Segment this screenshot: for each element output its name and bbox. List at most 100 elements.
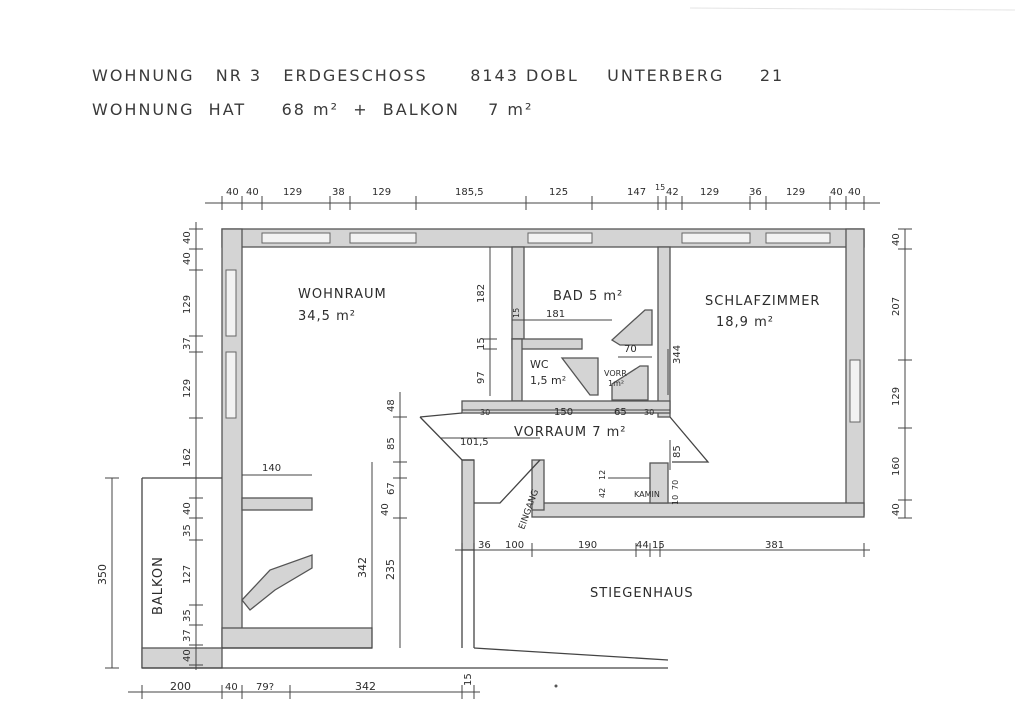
window-left-2 bbox=[225, 351, 237, 419]
wall-balkon-stub bbox=[241, 497, 313, 511]
wall-balkon-door bbox=[241, 554, 313, 611]
dim-k-10: 10 bbox=[671, 495, 680, 505]
room-vorraum-name: VORRAUM 7 m² bbox=[514, 425, 626, 440]
dim-bad-97: 97 bbox=[476, 371, 487, 384]
dim-left-11: 40 bbox=[182, 649, 193, 662]
dim-stair-0: 36 bbox=[478, 540, 491, 551]
dim-right-2: 129 bbox=[891, 387, 902, 406]
window-top-2 bbox=[349, 232, 417, 244]
dimension-labels-bottom: 36 100 190 44 15 381 200 40 79? 342 15 bbox=[170, 540, 784, 693]
dim-top-11: 36 bbox=[749, 187, 762, 198]
dim-vr-30b: 30 bbox=[644, 408, 654, 417]
dim-top-4: 129 bbox=[372, 187, 391, 198]
dimension-labels-left: 40 40 129 37 129 162 40 35 127 35 37 40 … bbox=[96, 231, 193, 662]
dimension-labels-right: 40 207 129 160 40 bbox=[891, 233, 902, 516]
dim-left-2: 129 bbox=[182, 295, 193, 314]
dim-vr-150: 150 bbox=[554, 407, 573, 418]
dim-top-13: 40 bbox=[830, 187, 843, 198]
dim-top-14: 40 bbox=[848, 187, 861, 198]
room-wc-area: 1,5 m² bbox=[530, 374, 566, 387]
window-top-3 bbox=[527, 232, 593, 244]
room-vorr-name: VORR bbox=[604, 369, 627, 378]
dim-top-3: 38 bbox=[332, 187, 345, 198]
page-rule bbox=[689, 7, 1016, 11]
window-left-1 bbox=[225, 269, 237, 337]
dim-left-9: 35 bbox=[182, 609, 193, 622]
dim-wohn-48: 48 bbox=[386, 399, 397, 412]
dim-left-6: 40 bbox=[182, 502, 193, 515]
dim-stair-2: 190 bbox=[578, 540, 597, 551]
dim-left-10: 37 bbox=[182, 629, 193, 642]
dim-bad-15a: 15 bbox=[512, 308, 521, 318]
entrance-door bbox=[474, 459, 541, 504]
dimension-lines bbox=[105, 196, 912, 699]
dim-wohn-342: 342 bbox=[356, 557, 369, 578]
wall-bottom-left bbox=[221, 627, 373, 649]
wall-entrance-left bbox=[461, 459, 475, 551]
dim-stair-4: 15 bbox=[652, 540, 665, 551]
dim-left-0: 40 bbox=[182, 231, 193, 244]
dim-vr-65: 65 bbox=[614, 407, 627, 418]
dim-wohn-235: 235 bbox=[384, 559, 397, 580]
dim-top-1: 40 bbox=[246, 187, 259, 198]
dim-left-3: 37 bbox=[182, 337, 193, 350]
dim-left-8: 127 bbox=[182, 565, 193, 584]
dim-right-4: 40 bbox=[891, 503, 902, 516]
dim-wohn-140: 140 bbox=[262, 463, 281, 474]
room-wohnraum-name: WOHNRAUM bbox=[298, 287, 387, 302]
dim-top-9: 42 bbox=[666, 187, 679, 198]
room-vorr-area: 1m² bbox=[608, 379, 624, 388]
dim-top-12: 129 bbox=[786, 187, 805, 198]
windows bbox=[225, 232, 861, 423]
dim-top-0: 40 bbox=[226, 187, 239, 198]
dim-bottom-4: 15 bbox=[463, 673, 474, 686]
room-wc-name: WC bbox=[530, 358, 549, 371]
dim-top-8: 15 bbox=[655, 183, 665, 192]
dim-bad-344: 344 bbox=[672, 345, 683, 364]
header-address: WOHNUNG NR 3 ERDGESCHOSS 8143 DOBL UNTER… bbox=[92, 66, 785, 85]
dim-wohn-40: 40 bbox=[380, 503, 391, 516]
window-top-1 bbox=[261, 232, 331, 244]
chimney bbox=[649, 462, 669, 504]
room-schlafzimmer-name: SCHLAFZIMMER bbox=[705, 294, 820, 309]
dim-k-42: 42 bbox=[598, 488, 607, 498]
dim-vr-85: 85 bbox=[672, 445, 683, 458]
dim-bottom-3: 342 bbox=[355, 680, 376, 693]
dim-k-70: 70 bbox=[671, 480, 680, 490]
dim-top-10: 129 bbox=[700, 187, 719, 198]
dim-bad-15b: 15 bbox=[476, 337, 487, 350]
balcony bbox=[141, 477, 668, 669]
dim-stair-1: 100 bbox=[505, 540, 524, 551]
dim-bad-181: 181 bbox=[546, 309, 565, 320]
wall-wc-left bbox=[511, 338, 523, 402]
dim-right-0: 40 bbox=[891, 233, 902, 246]
room-schlafzimmer-area: 18,9 m² bbox=[716, 315, 774, 330]
room-stiegenhaus-name: STIEGENHAUS bbox=[590, 586, 694, 601]
window-top-5 bbox=[765, 232, 831, 244]
label-kamin: KAMIN bbox=[634, 490, 660, 499]
dim-left-5: 162 bbox=[182, 448, 193, 467]
wall-bad-schlaf bbox=[657, 246, 671, 418]
dim-top-5: 185,5 bbox=[455, 187, 484, 198]
wall-wohn-bad bbox=[511, 246, 525, 340]
window-right-1 bbox=[849, 359, 861, 423]
room-bad-name: BAD 5 m² bbox=[553, 289, 623, 304]
dimension-labels-top: 40 40 129 38 129 185,5 125 147 15 42 129… bbox=[226, 183, 861, 198]
stair-wall-bottom bbox=[473, 647, 669, 661]
dim-bottom-0: 200 bbox=[170, 680, 191, 693]
dim-top-2: 129 bbox=[283, 187, 302, 198]
dim-wohn-67: 67 bbox=[386, 482, 397, 495]
room-wohnraum-area: 34,5 m² bbox=[298, 309, 356, 324]
vorraum-outline-left bbox=[419, 416, 474, 461]
dim-top-6: 125 bbox=[549, 187, 568, 198]
wall-entrance-right bbox=[531, 459, 545, 511]
window-top-4 bbox=[681, 232, 751, 244]
dim-balkon-height: 350 bbox=[96, 564, 109, 585]
pencil-dot bbox=[554, 684, 558, 688]
wall-vorr-door bbox=[611, 365, 649, 401]
dim-wohn-85: 85 bbox=[386, 437, 397, 450]
dim-k-12: 12 bbox=[598, 470, 607, 480]
dim-top-7: 147 bbox=[627, 187, 646, 198]
dim-left-7: 35 bbox=[182, 524, 193, 537]
